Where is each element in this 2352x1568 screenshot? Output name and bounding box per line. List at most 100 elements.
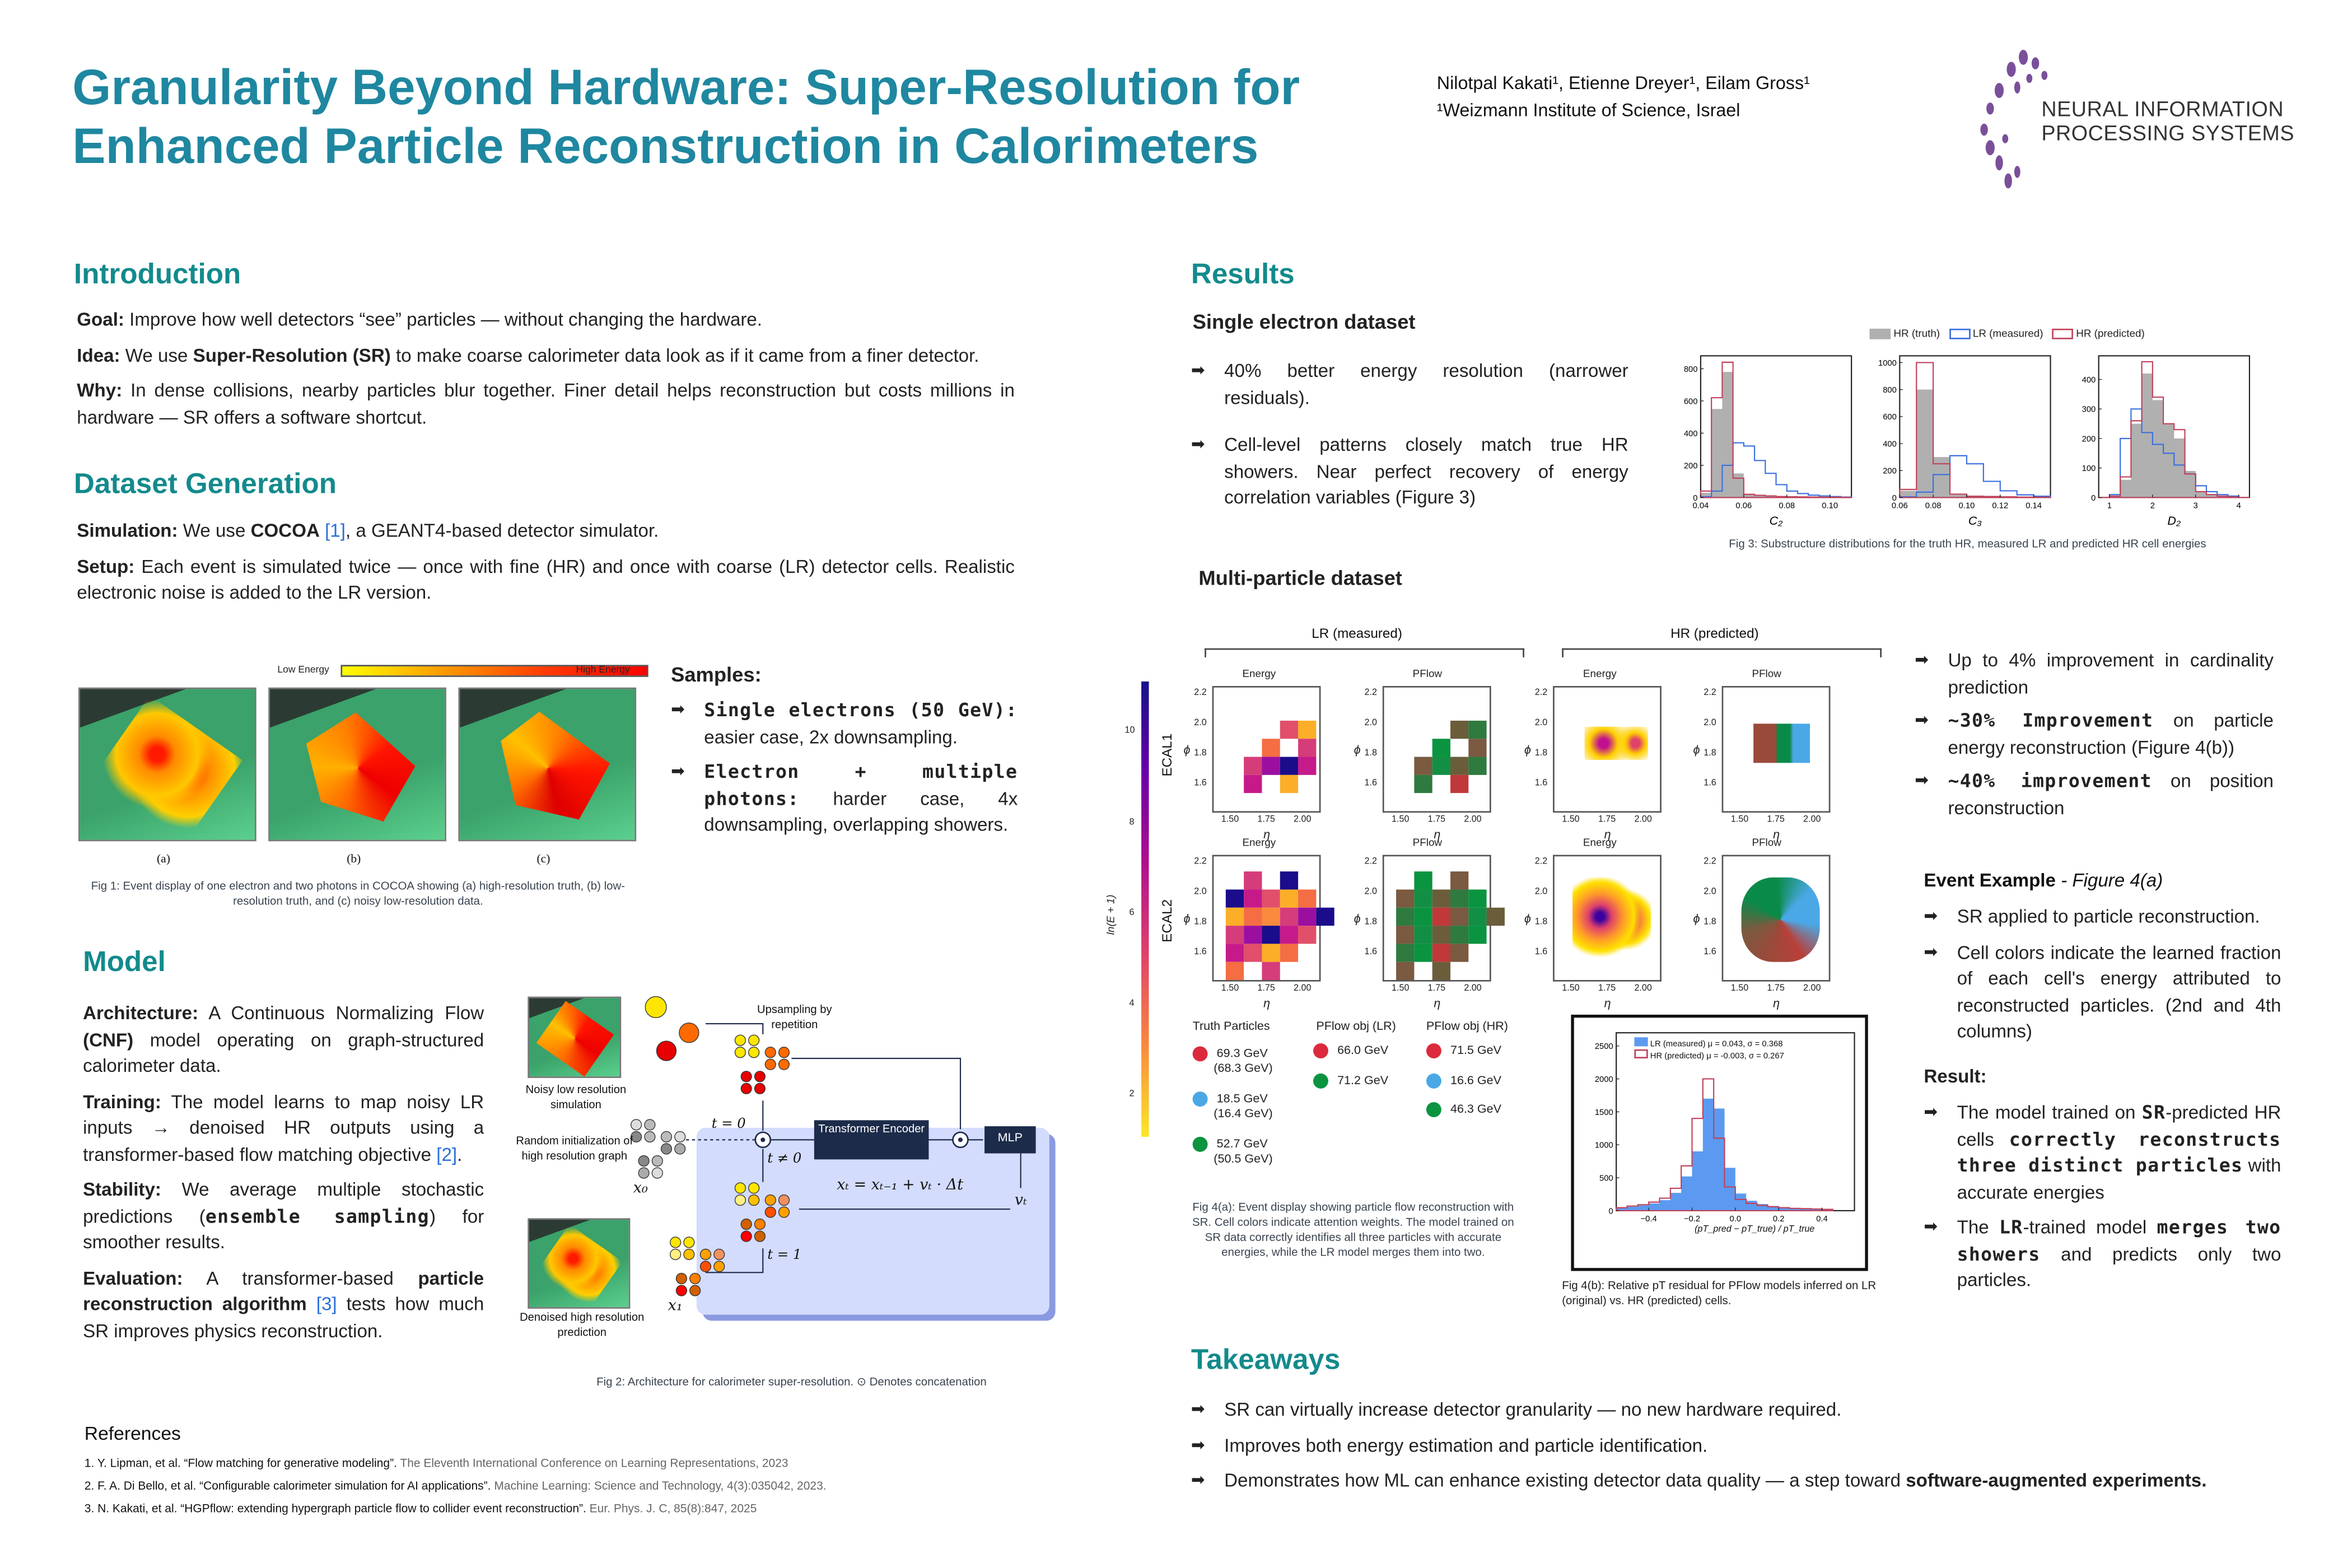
heatmap-cell bbox=[1414, 757, 1432, 775]
heatmap-cell bbox=[1298, 926, 1317, 944]
y-axis-label: ϕ bbox=[1693, 743, 1700, 757]
legend-swatch-lr bbox=[1948, 328, 1970, 339]
references-section: References 1. Y. Lipman, et al. “Flow ma… bbox=[85, 1424, 1110, 1520]
y-axis-label: ϕ bbox=[1183, 743, 1191, 757]
x-axis-label: η bbox=[1263, 828, 1271, 842]
heatmap-cell bbox=[1225, 889, 1244, 908]
bullet-item: 40% better energy resolution (narrower r… bbox=[1191, 359, 1628, 412]
fig4a-caption: Fig 4(a): Event display showing particle… bbox=[1192, 1200, 1514, 1259]
logo-line-1: NEURAL INFORMATION bbox=[2041, 96, 2284, 121]
heatmap-cell bbox=[1432, 889, 1450, 908]
pflow-lr-1: 66.0 GeV bbox=[1313, 1043, 1388, 1058]
panel-title: PFlow bbox=[1412, 669, 1443, 680]
idea-text: We use bbox=[120, 344, 193, 366]
y-tick-label: 1.8 bbox=[1534, 918, 1548, 927]
y-tick-label: 2.0 bbox=[1194, 719, 1207, 729]
heatmap-cell bbox=[1262, 962, 1280, 980]
heatmap-cell bbox=[1280, 889, 1299, 908]
y-axis-label: ϕ bbox=[1183, 912, 1191, 926]
eval-label: Evaluation: bbox=[83, 1267, 183, 1289]
sim-bold: COCOA bbox=[250, 520, 320, 542]
y-tick-label: 0 bbox=[1609, 1207, 1613, 1216]
y-tick-label: 1.8 bbox=[1364, 749, 1377, 759]
sample-item: Electron + multiple photons: harder case… bbox=[671, 760, 1018, 839]
x-tick-label: 2.00 bbox=[1464, 984, 1482, 994]
x-tick-label: 0.14 bbox=[2026, 501, 2042, 510]
hist-hr-truth- bbox=[1700, 372, 1852, 498]
x-tick-label: 1.50 bbox=[1730, 815, 1749, 825]
cbar-tick: 10 bbox=[1124, 726, 1135, 736]
vt-label: vₜ bbox=[1014, 1192, 1027, 1210]
stab-bold: ensemble sampling bbox=[205, 1205, 430, 1227]
result-heading: Result: bbox=[1924, 1066, 1987, 1088]
ref-link-3[interactable]: [3] bbox=[316, 1293, 337, 1315]
sample-item: Single electrons (50 GeV): easier case, … bbox=[671, 698, 1018, 751]
x-tick-label: 0.08 bbox=[1779, 501, 1795, 510]
x-tick-label: 1.75 bbox=[1598, 984, 1616, 994]
upsampling-label: Upsampling by repetition bbox=[757, 1002, 832, 1032]
pflow-hr-2: 16.6 GeV bbox=[1426, 1073, 1501, 1089]
heatmap-blob bbox=[1753, 724, 1820, 763]
heatmap-cell bbox=[1262, 739, 1280, 757]
heatmap-cell bbox=[1468, 926, 1487, 944]
heatmap-hr-pflow-1-4 bbox=[1721, 685, 1831, 813]
t-equals-0-label: t = 0 bbox=[711, 1117, 746, 1132]
intro-section: Goal: Improve how well detectors “see” p… bbox=[77, 307, 1015, 431]
heatmap-blob bbox=[1572, 877, 1651, 959]
heatmap-cell bbox=[1298, 739, 1317, 757]
y-tick-label: 2.0 bbox=[1194, 888, 1207, 897]
t-equals-1-label: t = 1 bbox=[767, 1248, 802, 1264]
y-tick-label: 2.0 bbox=[1704, 719, 1716, 729]
heatmap-cell bbox=[1432, 739, 1450, 757]
fig4a-legend: Truth Particles PFlow obj (LR) PFlow obj… bbox=[1192, 1019, 1555, 1185]
x-tick-label: 0.04 bbox=[1693, 501, 1709, 510]
heatmap-cell bbox=[1450, 926, 1469, 944]
heatmap-cell bbox=[1262, 944, 1280, 962]
bullet-item: ~40% improvement on position reconstruct… bbox=[1915, 769, 2274, 822]
x-tick-label: 1.75 bbox=[1427, 984, 1446, 994]
legend-header-truth: Truth Particles bbox=[1192, 1019, 1270, 1033]
x-tick-label: 1.75 bbox=[1257, 815, 1275, 825]
result-bullets: The model trained on SR-predicted HR cel… bbox=[1924, 1100, 2281, 1303]
ln-energy-colorbar bbox=[1141, 681, 1149, 1137]
row-label-ecal1: ECAL1 bbox=[1159, 733, 1175, 777]
setup-label: Setup: bbox=[77, 556, 135, 577]
heatmap-cell bbox=[1396, 926, 1415, 944]
heatmap-cell bbox=[1450, 889, 1469, 908]
y-tick-label: 2.2 bbox=[1704, 857, 1716, 867]
x-axis-label: η bbox=[1773, 828, 1780, 842]
panel-title: PFlow bbox=[1412, 838, 1443, 849]
y-tick-label: 100 bbox=[2082, 464, 2096, 473]
heatmap-hr-energy-1-3 bbox=[1553, 685, 1662, 813]
heatmap-lr-energy-2-1 bbox=[1212, 855, 1334, 982]
y-tick-label: 1.6 bbox=[1534, 948, 1548, 958]
heatmap-cell bbox=[1244, 889, 1262, 908]
sim-label: Simulation: bbox=[77, 520, 178, 542]
panel-title: Energy bbox=[1583, 838, 1617, 849]
hr-group-title: HR (predicted) bbox=[1670, 626, 1759, 641]
y-tick-label: 1000 bbox=[1878, 359, 1897, 368]
heatmap-lr-pflow-1-2 bbox=[1382, 685, 1491, 813]
bullet-item: SR applied to particle reconstruction. bbox=[1924, 904, 2281, 931]
heatmap-cell bbox=[1486, 907, 1505, 926]
y-tick-label: 1.8 bbox=[1194, 918, 1207, 927]
hist-hr-truth- bbox=[2098, 374, 2250, 498]
y-tick-label: 1.8 bbox=[1704, 918, 1716, 927]
colorbar-high-label: High Energy bbox=[576, 665, 630, 676]
arch-text-end: model operating on graph-structured calo… bbox=[83, 1029, 484, 1077]
x-tick-label: 1 bbox=[2107, 501, 2112, 510]
y-tick-label: 2.0 bbox=[1534, 719, 1548, 729]
heatmap-cell bbox=[1432, 926, 1450, 944]
ref-link-2[interactable]: [2] bbox=[436, 1144, 458, 1165]
samples-section: Samples: Single electrons (50 GeV): easi… bbox=[671, 664, 1018, 848]
y-tick-label: 1.8 bbox=[1534, 749, 1548, 759]
bullet-item: The model trained on SR-predicted HR cel… bbox=[1924, 1100, 2281, 1206]
ref-link-1[interactable]: [1] bbox=[325, 520, 346, 542]
results-heading: Results bbox=[1191, 259, 1295, 291]
y-tick-label: 2.2 bbox=[1364, 857, 1377, 867]
y-tick-label: 1.6 bbox=[1534, 779, 1548, 789]
x-tick-label: 1.75 bbox=[1257, 984, 1275, 994]
x-tick-label: 1.50 bbox=[1730, 984, 1749, 994]
heatmap-cell bbox=[1280, 871, 1299, 890]
x-tick-label: 0.12 bbox=[1992, 501, 2008, 510]
